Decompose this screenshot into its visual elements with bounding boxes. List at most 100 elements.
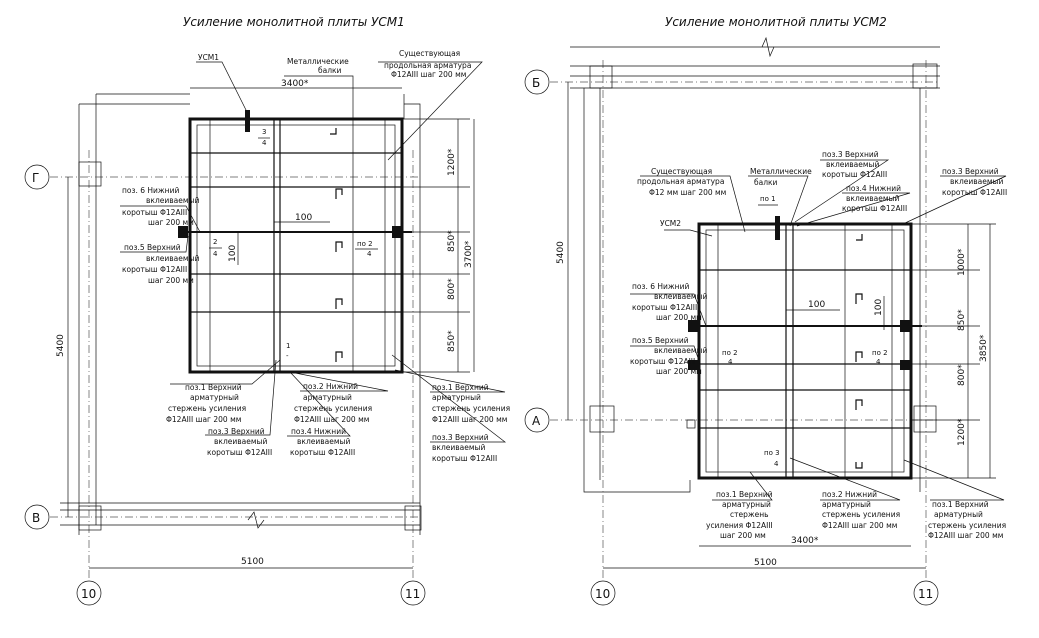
usm2-pos1-2: стержень bbox=[730, 510, 769, 519]
usm2-pos5-3: шаг 200 мм bbox=[656, 367, 702, 376]
usm2-pos1r-1: арматурный bbox=[934, 510, 983, 519]
usm2-pos1r-2: стержень усиления bbox=[928, 521, 1006, 530]
usm1-pos2-2: стержень усиления bbox=[294, 404, 372, 413]
usm2-tag-po2a-top: по 2 bbox=[722, 349, 738, 357]
usm2-existing-note-2: Φ12 мм шаг 200 мм bbox=[649, 188, 726, 197]
usm1-pos5-3: шаг 200 мм bbox=[148, 276, 194, 285]
usm2-pos6-3: шаг 200 мм bbox=[656, 313, 702, 322]
usm2-axis-A-bubble: А bbox=[524, 407, 550, 433]
usm1-pos3a-1: вклеиваемый bbox=[214, 437, 267, 446]
usm2-dim-right-total: 3850* bbox=[979, 334, 989, 362]
usm1-existing-note-2: Φ12АIII шаг 200 мм bbox=[391, 70, 466, 79]
usm1-existing-note-1: продольная арматура bbox=[384, 61, 471, 70]
svg-text:11: 11 bbox=[405, 587, 420, 601]
usm1-title: Усиление монолитной плиты УСМ1 bbox=[183, 15, 405, 29]
usm1-slab-inner bbox=[95, 93, 405, 525]
usm2-pos3right-1: вклеиваемый bbox=[950, 177, 1003, 186]
usm2-dim-right-1: 850* bbox=[957, 309, 967, 331]
usm1-tag-24-bot: 4 bbox=[213, 250, 218, 258]
usm1-leaders bbox=[120, 61, 507, 443]
usm2-axis-11-bubble: 11 bbox=[913, 580, 939, 606]
usm2-pos1r-3: Φ12АIII шаг 200 мм bbox=[928, 531, 1003, 540]
usm2-horizontal-rebars bbox=[688, 269, 922, 429]
usm1-tag-24-top: 2 bbox=[213, 238, 217, 246]
usm1-pos2-1: арматурный bbox=[303, 393, 352, 402]
usm2-leaders bbox=[630, 159, 1007, 501]
usm2-break-mark bbox=[761, 36, 775, 58]
usm1-pos4-0: поз.4 Нижний bbox=[291, 427, 346, 436]
usm1-pos1r-2: стержень усиления bbox=[432, 404, 510, 413]
usm2-dim-right-2: 800* bbox=[957, 364, 967, 386]
usm1-tag-34-top: 3 bbox=[262, 128, 266, 136]
svg-text:10: 10 bbox=[595, 587, 610, 601]
usm1-beams-note-1: балки bbox=[318, 66, 342, 75]
usm2-pos2-0: поз.2 Нижний bbox=[822, 490, 877, 499]
usm2-column-B10 bbox=[589, 65, 613, 89]
usm2-tag-po2b-top: по 2 bbox=[872, 349, 888, 357]
usm1-pos2-0: поз.2 Нижний bbox=[303, 382, 358, 391]
usm2-tag-po3-top: по 3 bbox=[764, 449, 780, 457]
usm2-pos5-0: поз.5 Верхний bbox=[632, 336, 689, 345]
usm2-tag-po2b-bot: 4 bbox=[876, 358, 881, 366]
usm1-dim-right-1: 850* bbox=[447, 230, 457, 252]
usm2-pos6-0: поз. 6 Нижний bbox=[632, 282, 689, 291]
usm2-pos1-4: шаг 200 мм bbox=[720, 531, 766, 540]
usm1-plate-inner bbox=[196, 124, 396, 367]
usm2-pos3top-2: коротыш Φ12АIII bbox=[822, 170, 887, 179]
usm2-column-A11 bbox=[913, 405, 937, 433]
panel-usm1: Усиление монолитной плиты УСМ1 bbox=[24, 15, 510, 606]
usm1-column-G10 bbox=[78, 161, 102, 187]
usm2-pos3right-2: коротыш Φ12АIII bbox=[942, 188, 1007, 197]
usm1-tag-1-bot: - bbox=[286, 352, 289, 360]
usm2-pos3top-0: поз.3 Верхний bbox=[822, 150, 879, 159]
usm1-pos1r-1: арматурный bbox=[432, 393, 481, 402]
usm2-column-B11 bbox=[912, 63, 938, 89]
svg-text:А: А bbox=[532, 414, 541, 428]
usm2-axis-B-bubble: Б bbox=[524, 69, 550, 95]
usm1-pos5-0: поз.5 Верхний bbox=[124, 243, 181, 252]
usm1-dim-100h: 100 bbox=[295, 213, 312, 223]
usm1-pos1r-3: Φ12АIII шаг 200 мм bbox=[432, 415, 507, 424]
usm2-pos3right-0: поз.3 Верхний bbox=[942, 167, 999, 176]
usm1-pos3b-2: коротыш Φ12АIII bbox=[432, 454, 497, 463]
usm2-pos1-0: поз.1 Верхний bbox=[716, 490, 773, 499]
usm2-pos4top-0: поз.4 Нижний bbox=[846, 184, 901, 193]
usm1-beams-note-0: Металлические bbox=[287, 57, 349, 66]
usm1-dim-top: 3400* bbox=[281, 79, 309, 89]
usm1-pos1-3: Φ12АIII шаг 200 мм bbox=[166, 415, 241, 424]
usm1-pos5-2: коротыш Φ12АIII bbox=[122, 265, 187, 274]
usm2-pos3top-1: вклеиваемый bbox=[826, 160, 879, 169]
usm1-tag-po2-bot: 4 bbox=[367, 250, 372, 258]
usm1-pos1-0: поз.1 Верхний bbox=[185, 383, 242, 392]
usm1-dim-right-2: 800* bbox=[447, 278, 457, 300]
usm2-dim-bottom-inner: 3400* bbox=[791, 536, 819, 546]
usm2-beams-note-1: балки bbox=[754, 178, 778, 187]
usm1-vertical-rebars bbox=[209, 119, 386, 372]
panel-usm2: Усиление монолитной плиты УСМ2 bbox=[524, 15, 1007, 606]
svg-text:В: В bbox=[32, 511, 40, 525]
usm2-tag-po1: по 1 bbox=[760, 195, 776, 203]
usm2-plate-inner bbox=[705, 229, 905, 473]
usm1-pos3b-1: вклеиваемый bbox=[432, 443, 485, 452]
usm1-tag-po2-top: по 2 bbox=[357, 240, 373, 248]
usm2-pos6-2: коротыш Φ12АIII bbox=[632, 303, 697, 312]
usm2-beams-note-0: Металлические bbox=[750, 167, 812, 176]
usm1-mark-label: УСМ1 bbox=[198, 53, 219, 62]
usm2-pos5-2: коротыш Φ12АIII bbox=[630, 357, 695, 366]
usm2-pos4top-1: вклеиваемый bbox=[846, 194, 899, 203]
usm2-dim-bottom: 5100 bbox=[754, 558, 777, 568]
svg-text:Б: Б bbox=[532, 76, 540, 90]
usm1-axis-11-bubble: 11 bbox=[400, 580, 426, 606]
usm1-pos6-0: поз. 6 Нижний bbox=[122, 186, 179, 195]
usm1-column-V10 bbox=[78, 505, 102, 531]
usm1-axis-10-bubble: 10 bbox=[76, 580, 102, 606]
usm1-dim-left: 5400 bbox=[56, 334, 66, 357]
usm1-pos6-1: вклеиваемый bbox=[146, 196, 199, 205]
usm1-dim-right-total: 3700* bbox=[464, 240, 474, 268]
usm1-right-dims bbox=[402, 118, 475, 373]
usm2-dim-100h: 100 bbox=[808, 300, 825, 310]
usm2-small-block bbox=[686, 419, 696, 429]
usm1-existing-note-0: Существующая bbox=[399, 49, 460, 58]
usm1-horizontal-rebars bbox=[178, 152, 412, 313]
